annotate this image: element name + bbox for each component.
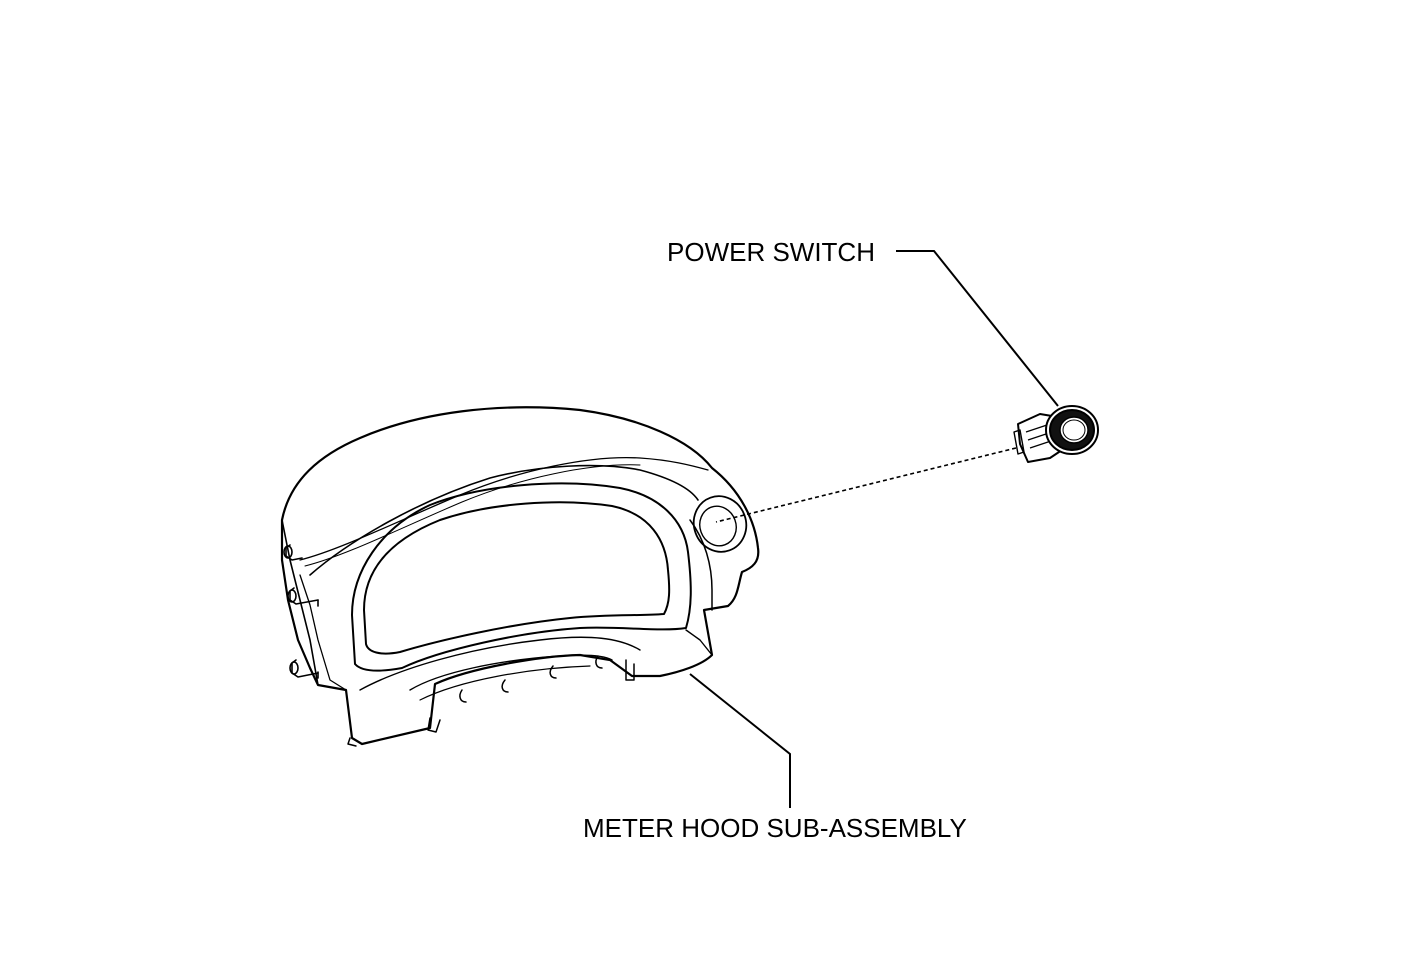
switch-hole-outer bbox=[686, 489, 754, 559]
switch-hole-inner bbox=[694, 501, 742, 551]
switch-button-face bbox=[1060, 417, 1088, 443]
power-switch-drawing bbox=[1014, 406, 1098, 462]
meter-hood-leader bbox=[690, 674, 790, 808]
power-switch-label: POWER SWITCH bbox=[667, 237, 875, 267]
hood-upper-edge bbox=[310, 466, 698, 575]
lower-bezel-2 bbox=[410, 655, 612, 690]
bottom-clips bbox=[348, 656, 634, 746]
meter-opening-inner bbox=[364, 502, 669, 653]
left-side-edge-2 bbox=[300, 575, 346, 690]
meter-opening-outer bbox=[352, 483, 691, 670]
meter-hood-outline bbox=[282, 407, 758, 744]
hood-seam-inner bbox=[305, 465, 640, 566]
power-switch-leader bbox=[896, 251, 1058, 406]
meter-hood-label: METER HOOD SUB-ASSEMBLY bbox=[583, 813, 967, 843]
right-bottom-edge bbox=[686, 630, 712, 655]
lower-bezel-1 bbox=[360, 637, 640, 690]
lower-bezel-3 bbox=[420, 666, 590, 700]
left-mounting-pins bbox=[284, 545, 318, 678]
meter-hood-drawing bbox=[282, 407, 758, 746]
installation-guide-line bbox=[716, 448, 1016, 522]
